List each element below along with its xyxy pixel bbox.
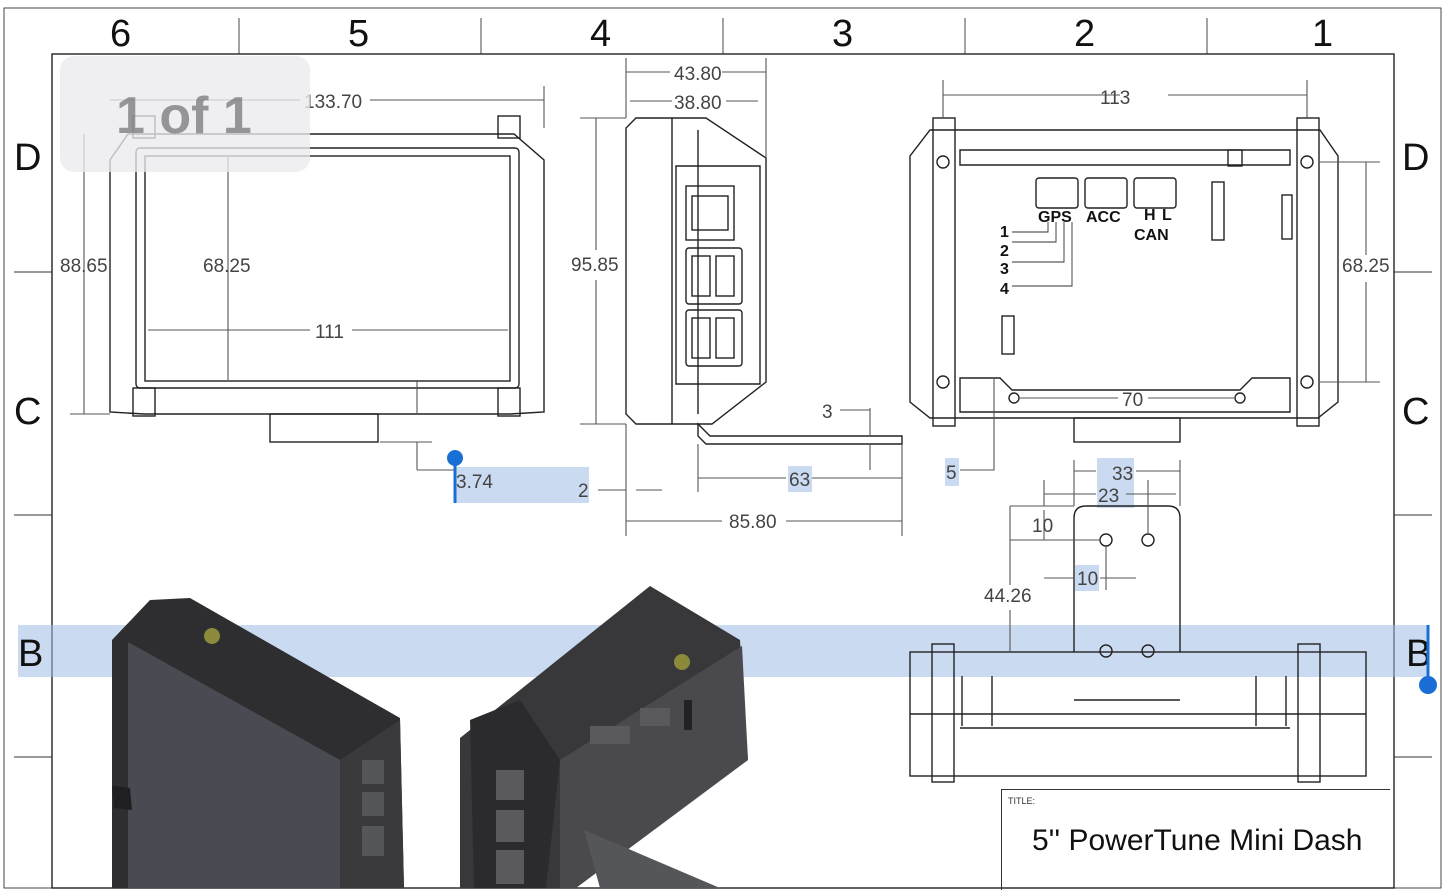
text-selection-5	[1075, 565, 1099, 591]
svg-text:1: 1	[1312, 13, 1333, 55]
dim-hole-pitch: 10	[1077, 569, 1098, 590]
svg-text:3: 3	[832, 13, 853, 55]
connector-label-can: CAN	[1134, 227, 1169, 244]
dim-front-width: 133.70	[304, 92, 362, 113]
dim-bracket-height: 44.26	[984, 586, 1032, 607]
dim-screen-width: 111	[315, 322, 344, 343]
svg-text:2: 2	[1074, 13, 1095, 55]
dim-bracket-length: 63	[789, 470, 810, 491]
rear-view: GPS ACC CAN H L 1 2 3 4 113 68.25 70 5	[909, 80, 1390, 484]
text-selection-3	[945, 458, 959, 486]
dim-gap-small: 2	[578, 481, 589, 502]
text-selection-1	[455, 467, 589, 503]
title-block-value: 5'' PowerTune Mini Dash	[1032, 824, 1363, 857]
pin-label-1: 1	[1000, 224, 1009, 241]
svg-text:C: C	[14, 391, 41, 433]
side-view: 43.80 38.80 95.85 2 3 63 85.80	[571, 58, 903, 536]
dim-hole-span: 23	[1098, 486, 1119, 507]
dim-screen-height: 68.25	[203, 256, 251, 277]
title-block-label: TITLE:	[1008, 796, 1036, 806]
dim-hole-spacing: 70	[1122, 390, 1143, 411]
dim-side-depth-2: 38.80	[674, 93, 722, 114]
front-view: 133.70 88.65 68.25 111 3.74	[60, 86, 545, 493]
text-selection-2	[788, 466, 812, 492]
connector-label-gps: GPS	[1038, 209, 1072, 226]
svg-text:4: 4	[590, 13, 611, 55]
connector-label-l: L	[1162, 207, 1172, 224]
selection-handle-end-knob[interactable]	[1419, 676, 1437, 694]
dim-hole-edge: 10	[1032, 516, 1053, 537]
page-indicator-text: 1 of 1	[116, 87, 252, 145]
dim-rear-width: 113	[1100, 88, 1130, 109]
connector-label-h: H	[1144, 207, 1156, 224]
pin-label-3: 3	[1000, 261, 1009, 278]
svg-text:B: B	[18, 633, 43, 675]
bottom-view: 33 23 10 10 44.26	[909, 460, 1367, 783]
dim-bracket-offset: 3.74	[456, 472, 493, 493]
page-indicator: 1 of 1	[60, 56, 310, 172]
zone-labels: 6 5 4 3 2 1 D C B D C B	[14, 13, 1431, 675]
dim-front-height: 88.65	[60, 256, 108, 277]
dim-total-depth: 85.80	[729, 512, 777, 533]
selection-handle-start-knob[interactable]	[447, 450, 463, 466]
zone-dividers	[14, 18, 1432, 758]
title-block: TITLE: 5'' PowerTune Mini Dash	[1001, 789, 1390, 890]
dim-rear-height: 68.25	[1342, 256, 1390, 277]
dim-side-depth-1: 43.80	[674, 64, 722, 85]
render-rear-iso	[460, 586, 748, 888]
pin-label-4: 4	[1000, 281, 1009, 298]
svg-text:6: 6	[110, 13, 131, 55]
dim-side-height: 95.85	[571, 255, 619, 276]
dim-bracket-width: 33	[1112, 464, 1133, 485]
render-front-iso	[112, 598, 404, 888]
dim-offset-5: 5	[946, 463, 957, 484]
pin-label-2: 2	[1000, 243, 1009, 260]
connector-label-acc: ACC	[1086, 209, 1121, 226]
svg-text:D: D	[14, 137, 41, 179]
dim-bracket-thickness: 3	[822, 402, 833, 423]
svg-text:D: D	[1402, 137, 1429, 179]
svg-text:C: C	[1402, 391, 1429, 433]
text-selection-4	[1097, 458, 1134, 508]
svg-text:5: 5	[348, 13, 369, 55]
